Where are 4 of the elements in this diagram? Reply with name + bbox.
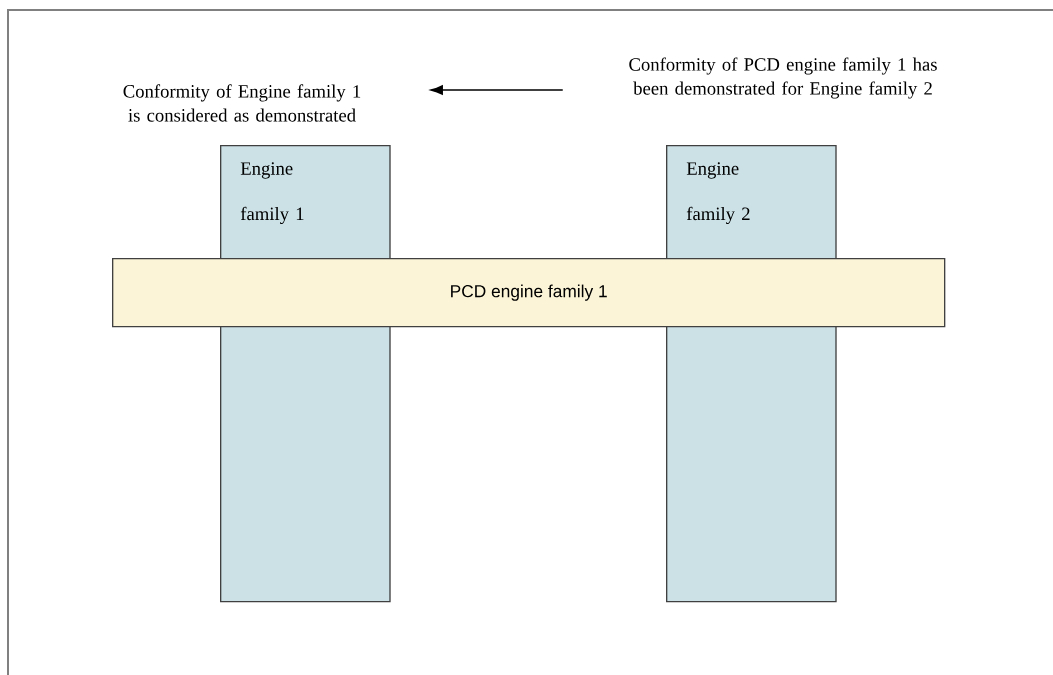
note-text: Conformity of PCD engine family 1 has been demonstrated for Engine family 2 <box>629 57 937 99</box>
note-text: Conformity of Engine family 1 is considered as demonstrated <box>123 84 361 122</box>
arrow <box>430 85 564 95</box>
band-box: PCD engine family 1 <box>112 258 946 328</box>
